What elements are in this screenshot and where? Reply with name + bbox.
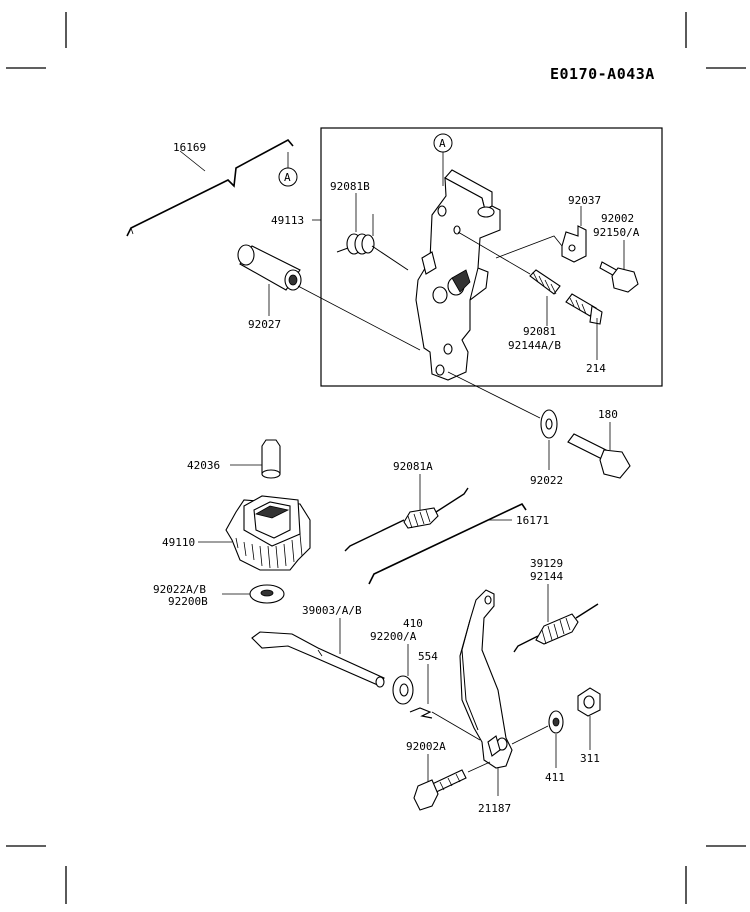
clip-554 xyxy=(409,707,433,719)
spring-92081b xyxy=(336,233,409,271)
spring-39129 xyxy=(513,603,599,653)
nut-311 xyxy=(577,687,601,717)
screw-214 xyxy=(565,293,603,325)
assembly-box xyxy=(320,127,663,387)
label-92037: 92037 xyxy=(568,194,601,207)
spring-92081 xyxy=(457,231,561,295)
washer-411 xyxy=(548,710,564,734)
label-49110: 49110 xyxy=(162,536,195,549)
label-92144ab: 92144A/B xyxy=(508,339,561,352)
label-92022: 92022 xyxy=(530,474,563,487)
label-311: 311 xyxy=(580,752,600,765)
diagram-code: E0170-A043A xyxy=(550,65,655,83)
rod-16171 xyxy=(368,502,527,585)
washer-92022 xyxy=(540,409,558,439)
label-92022ab: 92022A/B xyxy=(153,583,206,596)
lever-21187 xyxy=(431,589,513,769)
bolt-180 xyxy=(567,433,631,479)
label-21187: 21187 xyxy=(478,802,511,815)
label-180: 180 xyxy=(598,408,618,421)
label-16171: 16171 xyxy=(516,514,549,527)
pin-42036 xyxy=(261,439,281,479)
lever-39003 xyxy=(251,631,385,688)
governor-gear-49110 xyxy=(225,495,311,571)
spring-92081a xyxy=(344,487,469,552)
ref-mark-a-box-label: A xyxy=(439,137,446,150)
label-92150a: 92150/A xyxy=(593,226,640,239)
label-92002a: 92002A xyxy=(406,740,446,753)
bracket-plate xyxy=(415,169,501,381)
clip-92037 xyxy=(495,225,587,263)
label-39003ab: 39003/A/B xyxy=(302,604,362,617)
rod-16169 xyxy=(126,138,294,237)
label-92081b: 92081B xyxy=(330,180,370,193)
label-554: 554 xyxy=(418,650,438,663)
label-42036: 42036 xyxy=(187,459,220,472)
washer-92022ab xyxy=(249,584,285,604)
ref-mark-a-left-label: A xyxy=(284,171,291,184)
bolt-92002 xyxy=(599,261,639,293)
label-214: 214 xyxy=(586,362,606,375)
ref-mark-a-left xyxy=(278,167,298,187)
label-92200a: 92200/A xyxy=(370,630,417,643)
label-92081: 92081 xyxy=(523,325,556,338)
spacer-92027 xyxy=(237,244,302,291)
label-92144: 92144 xyxy=(530,570,563,583)
label-92081a: 92081A xyxy=(393,460,433,473)
washer-410 xyxy=(392,675,414,705)
crop-marks xyxy=(6,12,746,904)
label-92200b: 92200B xyxy=(168,595,208,608)
label-39129: 39129 xyxy=(530,557,563,570)
label-92002: 92002 xyxy=(601,212,634,225)
label-92027: 92027 xyxy=(248,318,281,331)
label-410: 410 xyxy=(403,617,423,630)
label-16169: 16169 xyxy=(173,141,206,154)
label-49113: 49113 xyxy=(271,214,304,227)
bolt-92002a xyxy=(413,769,467,811)
label-411: 411 xyxy=(545,771,565,784)
